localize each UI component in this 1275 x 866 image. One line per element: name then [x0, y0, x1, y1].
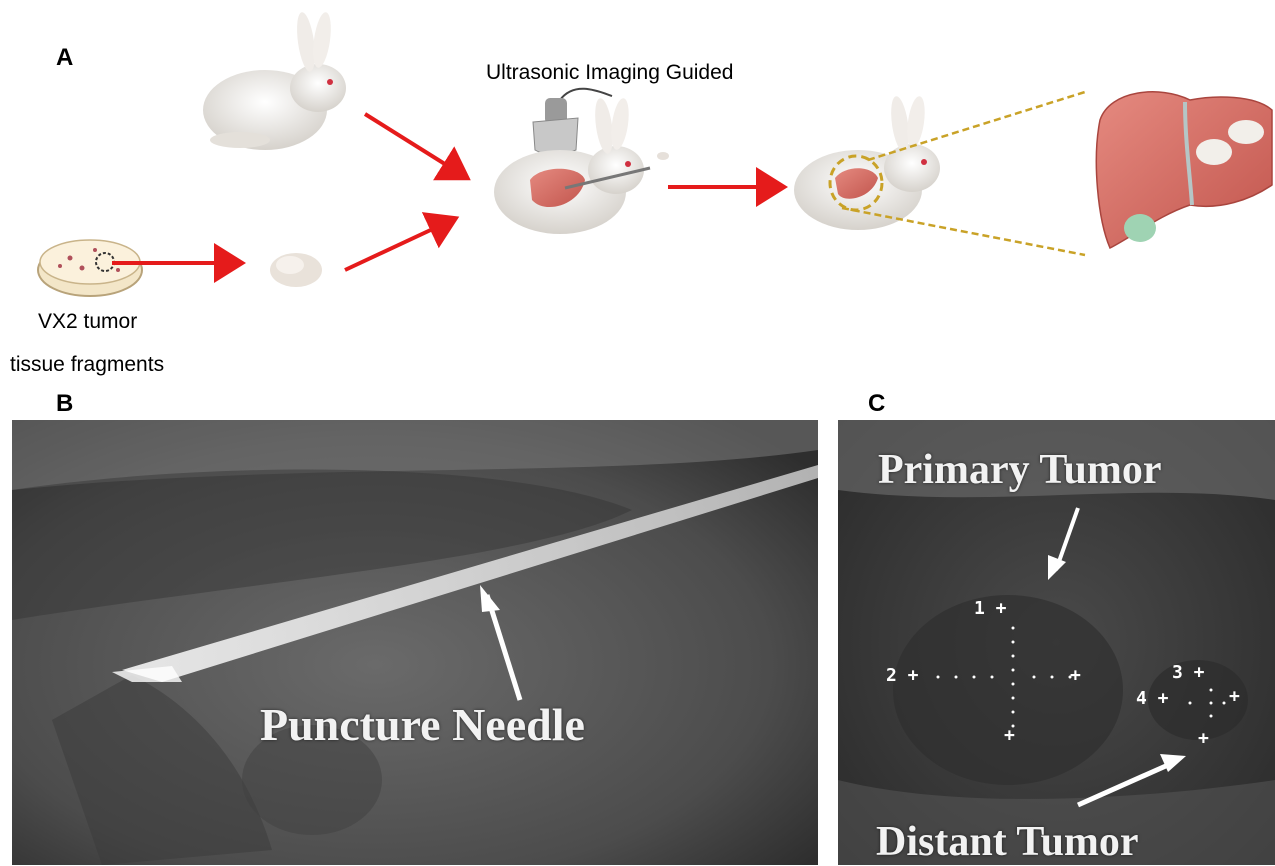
primary-tumor-region — [893, 595, 1123, 785]
panel-b-ultrasound-image — [12, 420, 818, 865]
rabbit-tumor-bearing-illustration — [794, 95, 940, 230]
marker-2-end: + — [1070, 665, 1081, 686]
marker-3: 3 + — [1172, 662, 1205, 683]
petri-dish-illustration — [38, 240, 142, 296]
marker-2: 2 + — [886, 665, 919, 686]
tumor-caption-line1: VX2 tumor — [38, 310, 137, 334]
distant-tumor-label: Distant Tumor — [876, 818, 1139, 866]
marker-1: 1 + — [974, 598, 1007, 619]
marker-1-end: + — [1004, 725, 1015, 746]
marker-4-end: + — [1229, 686, 1240, 707]
needle-label: Puncture Needle — [260, 698, 585, 751]
rabbit-injection-illustration — [494, 97, 669, 234]
liver-zoom-illustration — [1096, 92, 1272, 248]
primary-tumor-label: Primary Tumor — [878, 446, 1161, 494]
tissue-fragment-illustration — [270, 253, 322, 287]
panel-a-schematic — [0, 0, 1275, 400]
rabbit-healthy-illustration — [203, 11, 346, 150]
ultrasound-caption: Ultrasonic Imaging Guided — [486, 61, 733, 85]
marker-3-end: + — [1198, 728, 1209, 749]
marker-4: 4 + — [1136, 688, 1169, 709]
tumor-caption-line2: tissue fragments — [10, 353, 164, 377]
